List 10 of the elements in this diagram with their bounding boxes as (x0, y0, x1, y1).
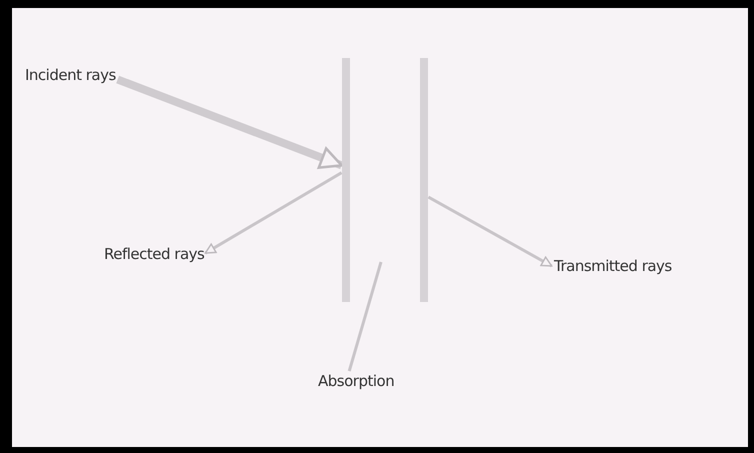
ray-label: Absorption (318, 372, 394, 390)
plate-bar (420, 58, 428, 302)
plate-bar (342, 58, 350, 302)
ray-label: Transmitted rays (554, 257, 672, 275)
ray-label: Incident rays (25, 66, 116, 84)
ray-arrow (428, 196, 552, 268)
ray-arrow (116, 76, 344, 170)
ray-arrow (204, 171, 342, 254)
leader-line (348, 262, 382, 372)
ray-label: Reflected rays (104, 245, 204, 263)
